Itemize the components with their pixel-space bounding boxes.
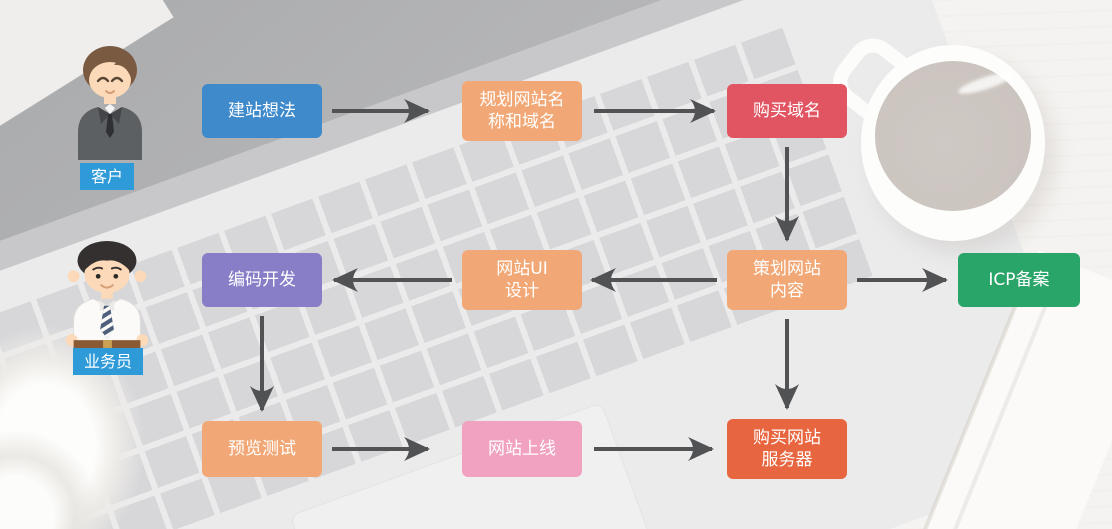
node-coding-development: 编码开发	[202, 253, 322, 307]
node-plan-site-content: 策划网站 内容	[727, 250, 847, 310]
eye-icon	[113, 273, 119, 279]
closed-eye-icon	[110, 76, 124, 83]
crumpled-paper-2	[0, 430, 100, 529]
node-plan-site-name-domain: 规划网站名 称和域名	[462, 81, 582, 141]
node-buy-web-server: 购买网站 服务器	[727, 419, 847, 479]
node-preview-testing: 预览测试	[202, 421, 322, 477]
coffee-surface	[875, 61, 1031, 211]
node-idea: 建站想法	[202, 84, 322, 138]
customer-label: 客户	[80, 163, 135, 190]
customer-avatar	[78, 46, 142, 160]
coffee-cup	[861, 45, 1045, 241]
closed-eye-icon	[96, 76, 110, 83]
node-website-ui-design: 网站UI 设计	[462, 250, 582, 310]
salesperson-label: 业务员	[73, 348, 144, 375]
node-icp-filing: ICP备案	[958, 253, 1080, 307]
node-website-launch: 网站上线	[462, 421, 582, 477]
salesperson-avatar	[65, 240, 149, 349]
necktie-icon	[106, 114, 114, 138]
node-buy-domain: 购买域名	[727, 84, 847, 138]
eye-icon	[95, 273, 101, 279]
